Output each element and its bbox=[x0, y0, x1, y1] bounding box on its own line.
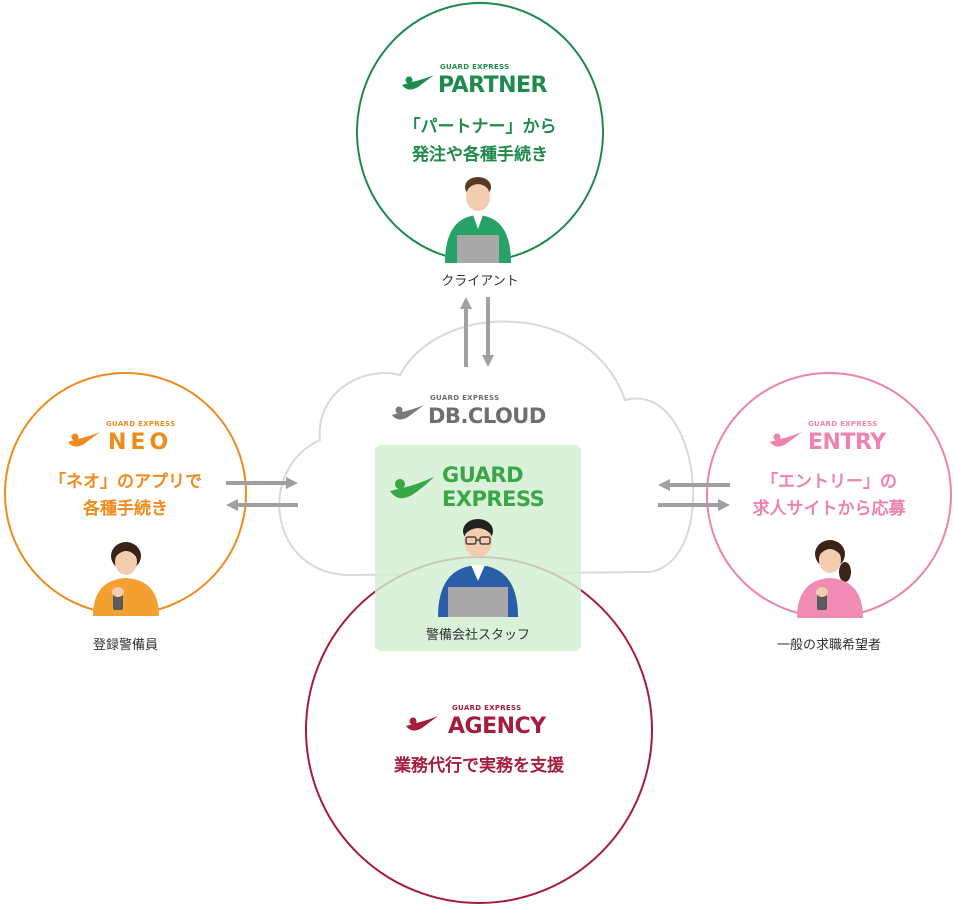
arrow-down-icon bbox=[482, 297, 494, 367]
agency-logo-sub: GUARD EXPRESS bbox=[452, 704, 522, 712]
job-seeker-person-icon bbox=[797, 540, 863, 618]
entry-arrows bbox=[658, 479, 730, 511]
neo-line2: 各種手続き bbox=[83, 499, 168, 519]
partner-arrows bbox=[460, 297, 494, 367]
neo-logo: GUARD EXPRESS NEO bbox=[66, 420, 176, 455]
arrow-up-icon bbox=[460, 297, 472, 367]
partner-logo-sub: GUARD EXPRESS bbox=[440, 63, 510, 71]
partner-logo: GUARD EXPRESS PARTNER bbox=[400, 63, 547, 98]
arrow-left-icon bbox=[658, 479, 730, 491]
swoosh-icon bbox=[402, 74, 434, 90]
agency-description: 業務代行で実務を支援 bbox=[394, 756, 564, 776]
swoosh-icon bbox=[406, 715, 438, 731]
entry-logo: GUARD EXPRESS ENTRY bbox=[768, 420, 886, 455]
entry-logo-sub: GUARD EXPRESS bbox=[808, 420, 878, 428]
arrow-right-icon bbox=[226, 477, 298, 489]
partner-logo-main: PARTNER bbox=[438, 73, 547, 98]
partner-line2: 発注や各種手続き bbox=[412, 145, 548, 165]
partner-line1: 「パートナー」から bbox=[403, 117, 557, 137]
swoosh-icon bbox=[770, 431, 802, 447]
swoosh-icon bbox=[392, 405, 424, 420]
arrow-right-icon bbox=[658, 499, 730, 511]
guard-caption: 登録警備員 bbox=[92, 638, 158, 653]
arrow-left-icon bbox=[226, 499, 298, 511]
client-person-icon bbox=[445, 177, 511, 263]
neo-arrows bbox=[226, 477, 298, 511]
neo-logo-main: NEO bbox=[108, 430, 173, 455]
client-caption: クライアント bbox=[441, 274, 519, 289]
entry-line2: 求人サイトから応募 bbox=[752, 499, 906, 519]
neo-line1: 「ネオ」のアプリで bbox=[49, 472, 202, 492]
guard-express-logo: GUARD EXPRESS bbox=[388, 463, 545, 511]
guard-express-logo-line1: GUARD bbox=[442, 463, 524, 487]
agency-logo-main: AGENCY bbox=[448, 714, 546, 739]
guard-express-logo-line2: EXPRESS bbox=[442, 487, 545, 511]
entry-logo-main: ENTRY bbox=[808, 430, 886, 455]
job-seeker-caption: 一般の求職希望者 bbox=[776, 638, 881, 653]
db-cloud-logo-main: DB.CLOUD bbox=[428, 404, 546, 428]
staff-caption: 警備会社スタッフ bbox=[425, 628, 530, 643]
guard-person-icon bbox=[93, 542, 159, 616]
swoosh-icon bbox=[68, 431, 100, 447]
entry-line1: 「エントリー」の bbox=[761, 472, 897, 492]
db-cloud-logo: GUARD EXPRESS DB.CLOUD bbox=[390, 394, 546, 428]
agency-logo: GUARD EXPRESS AGENCY bbox=[404, 704, 546, 739]
db-cloud-logo-sub: GUARD EXPRESS bbox=[430, 394, 500, 402]
neo-logo-sub: GUARD EXPRESS bbox=[106, 420, 176, 428]
swoosh-icon bbox=[390, 477, 434, 499]
staff-person-icon bbox=[438, 519, 518, 617]
